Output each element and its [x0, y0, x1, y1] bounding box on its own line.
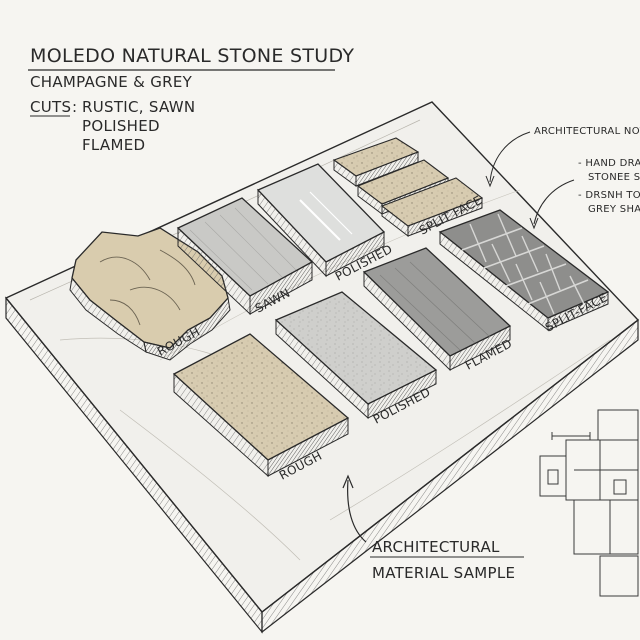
- note-bullet-1-line-2: STONEE S: [588, 172, 640, 183]
- caption-line-1: ARCHITECTURAL: [372, 538, 500, 556]
- cuts-label: CUTS: [30, 98, 71, 116]
- cuts-line-3: FLAMED: [82, 136, 145, 154]
- sample-polished-top: [256, 163, 386, 278]
- sample-rough-bottom: [172, 333, 350, 478]
- note-bullet-2-line-1: - DRSNH TO: [578, 190, 640, 201]
- note-heading: ARCHITECTURAL NOTE: [534, 126, 640, 137]
- cuts-line-1: RUSTIC, SAWN: [82, 98, 195, 116]
- sample-split-face-bottom: [438, 209, 610, 332]
- sample-split-face-top: [332, 137, 484, 238]
- sample-flamed-bottom: [362, 247, 512, 372]
- floor-plan-sketch: [539, 409, 639, 597]
- note-bullet-1-line-1: - HAND DRA: [578, 158, 640, 169]
- title: MOLEDO NATURAL STONE STUDY: [30, 45, 354, 67]
- cuts-line-2: POLISHED: [82, 117, 160, 135]
- sample-rough-top: [69, 227, 231, 361]
- caption-line-2: MATERIAL SAMPLE: [372, 564, 515, 582]
- sample-sawn-top: [176, 197, 314, 316]
- cuts-colon: :: [72, 98, 77, 116]
- note-bullet-2-line-2: GREY SHA: [588, 204, 640, 215]
- subtitle: CHAMPAGNE & GREY: [30, 73, 193, 91]
- sample-polished-bottom: [274, 291, 438, 420]
